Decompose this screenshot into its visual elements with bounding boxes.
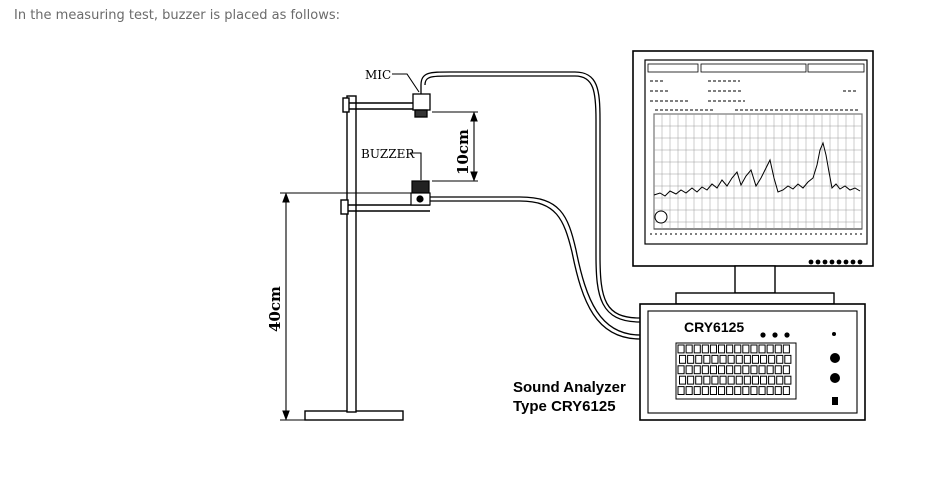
- stand-pole: [346, 95, 357, 413]
- keyboard-key: [726, 344, 734, 354]
- keyboard-key: [734, 344, 742, 354]
- buzzer-label: BUZZER: [361, 147, 415, 161]
- keyboard-key: [774, 344, 782, 354]
- keyboard-key: [677, 386, 685, 396]
- stand: [304, 95, 430, 421]
- keyboard-key: [734, 386, 742, 396]
- keyboard-key: [679, 375, 687, 385]
- buzzer: [410, 180, 431, 206]
- keyboard-key: [735, 375, 743, 385]
- keyboard-key: [718, 386, 726, 396]
- keyboard-key: [703, 375, 711, 385]
- keyboard-key: [743, 354, 751, 364]
- keyboard-key: [776, 354, 784, 364]
- screen-grid: [653, 113, 863, 229]
- keyboard-key: [758, 365, 766, 375]
- screen-response-curve: [653, 141, 861, 197]
- keyboard-key: [727, 375, 735, 385]
- keyboard-key: [719, 375, 727, 385]
- leader-lines: [392, 73, 422, 180]
- keyboard-key: [784, 354, 792, 364]
- cables: [420, 71, 641, 340]
- monitor: [632, 50, 874, 305]
- dimension-10cm: [432, 111, 478, 182]
- dim-10cm-label: 10cm: [454, 129, 472, 175]
- keyboard-key: [695, 375, 703, 385]
- keyboard-key: [693, 365, 701, 375]
- keyboard-key: [701, 365, 709, 375]
- analyzer-unit: [639, 303, 866, 421]
- caption: In the measuring test, buzzer is placed …: [14, 8, 340, 23]
- keyboard-key: [693, 386, 701, 396]
- keyboard-key: [735, 354, 743, 364]
- dim-40cm-label: 40cm: [266, 286, 284, 332]
- analyzer-title-line1: Sound Analyzer: [513, 379, 626, 396]
- keyboard-key: [774, 386, 782, 396]
- keyboard-key: [742, 386, 750, 396]
- microphone: [412, 85, 431, 118]
- keyboard-key: [711, 354, 719, 364]
- keyboard-key: [719, 354, 727, 364]
- keyboard-key: [768, 354, 776, 364]
- keyboard-key: [727, 354, 735, 364]
- keyboard-key: [685, 365, 693, 375]
- monitor-stand-base: [675, 292, 835, 305]
- keyboard-key: [766, 344, 774, 354]
- keyboard-key: [701, 344, 709, 354]
- keyboard-key: [742, 344, 750, 354]
- keyboard-key: [776, 375, 784, 385]
- keyboard-key: [685, 344, 693, 354]
- keyboard-key: [679, 354, 687, 364]
- keyboard-key: [751, 354, 760, 364]
- keyboard-key: [743, 375, 751, 385]
- keyboard-key: [709, 344, 718, 354]
- keyboard-key: [695, 354, 703, 364]
- keyboard-key: [703, 354, 711, 364]
- keyboard-key: [693, 344, 701, 354]
- keyboard-key: [718, 365, 726, 375]
- keyboard-key: [766, 386, 774, 396]
- keyboard-key: [758, 344, 766, 354]
- keyboard-key: [711, 375, 719, 385]
- keyboard-key: [782, 386, 790, 396]
- keyboard-key: [718, 344, 726, 354]
- keyboard-key: [751, 375, 760, 385]
- dimension-40cm: [280, 192, 412, 421]
- keyboard-key: [726, 386, 734, 396]
- keyboard-key: [709, 365, 718, 375]
- keyboard-key: [774, 365, 782, 375]
- keyboard-key: [726, 365, 734, 375]
- monitor-dots: [808, 259, 863, 265]
- keyboard-key: [750, 386, 758, 396]
- analyzer-model-label: CRY6125: [684, 319, 744, 335]
- monitor-neck: [734, 265, 776, 294]
- keyboard-key: [782, 365, 790, 375]
- mic-label: MIC: [365, 68, 391, 82]
- keyboard-key: [750, 344, 758, 354]
- keyboard-key: [766, 365, 774, 375]
- keyboard-key: [685, 386, 693, 396]
- keyboard-key: [760, 375, 768, 385]
- keyboard-key: [687, 375, 695, 385]
- keyboard-key: [760, 354, 768, 364]
- keyboard-key: [687, 354, 695, 364]
- keyboard-key: [701, 386, 709, 396]
- keyboard-key: [677, 344, 685, 354]
- keyboard-key: [750, 365, 758, 375]
- keyboard-key: [784, 375, 792, 385]
- keyboard-key: [734, 365, 742, 375]
- keyboard-key: [709, 386, 718, 396]
- keyboard: [675, 342, 797, 400]
- keyboard-key: [758, 386, 766, 396]
- keyboard-key: [677, 365, 685, 375]
- keyboard-key: [782, 344, 790, 354]
- keyboard-key: [768, 375, 776, 385]
- keyboard-key: [742, 365, 750, 375]
- analyzer-title-line2: Type CRY6125: [513, 398, 616, 415]
